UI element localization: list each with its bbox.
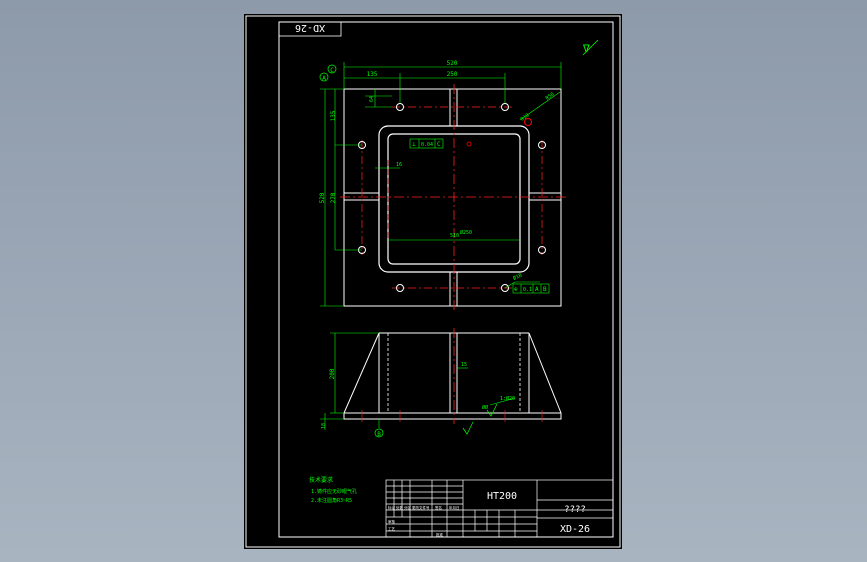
tol-top-value: 0.04 <box>421 142 433 148</box>
datum-c-label: C <box>330 67 334 74</box>
dim-chamfer: R50 <box>545 92 556 102</box>
bolt-hole <box>538 141 546 149</box>
dim-left-inner-height: 270 <box>330 192 337 203</box>
dim-inner-dia: Ø250 <box>460 229 472 236</box>
roughness-mark-tick <box>582 39 599 56</box>
technical-notes: 技术要求 1.铸件应无砂眼气孔 2.未注圆角R3~R5 <box>309 476 357 504</box>
dim-height: 200 <box>329 368 336 379</box>
dim-top-inset: 64 <box>369 96 375 102</box>
title-code: XD-26 <box>560 524 590 535</box>
title-col-label: 更改文件号 <box>412 505 430 510</box>
note-line-2: 2.未注圆角R3~R5 <box>311 497 352 504</box>
code-box-text: XD-26 <box>295 22 325 33</box>
dim-corner-r: R10 <box>520 113 531 123</box>
datum-b-marker <box>374 428 384 438</box>
bolt-hole-marked <box>524 118 532 126</box>
drawing-sheet <box>244 14 622 549</box>
front-base-plate <box>343 412 562 420</box>
title-col-label: 标记 <box>388 505 396 510</box>
bolt-hole <box>396 284 404 292</box>
dim-bore: ØØ <box>482 404 488 411</box>
title-col-label: 签名 <box>435 505 442 510</box>
sheet-outer-border <box>245 15 621 548</box>
dim-base-thickness: 18 <box>321 423 327 429</box>
tolerance-frame-right: Ø18 ⊕ 0.1 A B <box>504 272 550 294</box>
dimensions-left <box>320 88 362 307</box>
dim-left-height: 520 <box>319 192 326 203</box>
datum-a-marker <box>319 72 329 82</box>
tol-right-datum1: A <box>535 286 539 293</box>
bolt-holes <box>358 103 546 292</box>
datum-b-label: B <box>377 431 381 438</box>
bolt-hole <box>501 103 509 111</box>
dim-small: 1:Ø20 <box>500 395 515 402</box>
dim-left-offset: 135 <box>367 71 378 78</box>
code-box <box>278 21 342 37</box>
title-bottom-label: 工艺 <box>388 526 396 531</box>
dim-leader-chamfer <box>519 91 561 121</box>
roughness-symbol <box>462 421 474 435</box>
datum-a-label: A <box>322 75 326 82</box>
tol-right-datum2: B <box>543 286 547 293</box>
title-name: ???? <box>564 505 586 515</box>
front-dimensions <box>320 332 516 430</box>
bolt-hole-marked <box>466 141 472 147</box>
title-bottom-label: 批准 <box>436 532 444 537</box>
tol-top-symbol: ⊥ <box>412 141 416 148</box>
roughness-mark: ∇ <box>582 42 590 55</box>
front-view: 200 18 15 1:Ø20 ØØ B <box>320 328 562 438</box>
dim-overall-width: 520 <box>447 60 458 67</box>
tol-right-symbol: ⊕ <box>514 286 518 293</box>
dim-web-thickness: 15 <box>461 362 467 368</box>
tolerance-frame-top: ⊥ 0.04 C <box>409 138 444 149</box>
dim-left-upper: 135 <box>330 110 337 121</box>
tol-top-datum: C <box>437 141 441 148</box>
dimensions-top <box>343 62 562 108</box>
bolt-hole <box>396 103 404 111</box>
notes-title: 技术要求 <box>309 476 333 484</box>
dim-inner-label: 16 <box>396 162 402 168</box>
datum-c-marker <box>327 64 337 74</box>
front-slant-right <box>528 332 562 414</box>
front-slant-left <box>343 332 380 414</box>
title-material: HT200 <box>487 491 517 502</box>
plan-view: 520 135 250 64 520 270 135 R50 R10 16 51… <box>319 60 566 310</box>
bolt-hole <box>538 246 546 254</box>
title-col-label: 分区 <box>404 505 412 510</box>
bolt-hole <box>501 284 509 292</box>
roughness-symbol <box>486 403 498 417</box>
dim-bottom: 510 <box>450 233 459 239</box>
dim-hole-dia: Ø18 <box>512 272 523 282</box>
base-plate-outline <box>343 88 562 307</box>
tol-right-value: 0.1 <box>523 287 532 293</box>
note-line-1: 1.铸件应无砂眼气孔 <box>311 488 357 495</box>
dim-hole-span: 250 <box>447 71 458 78</box>
title-col-label: 年月日 <box>449 505 460 510</box>
title-bottom-label: 审核 <box>388 519 396 524</box>
title-col-label: 处数 <box>396 505 404 510</box>
title-block <box>385 479 614 538</box>
